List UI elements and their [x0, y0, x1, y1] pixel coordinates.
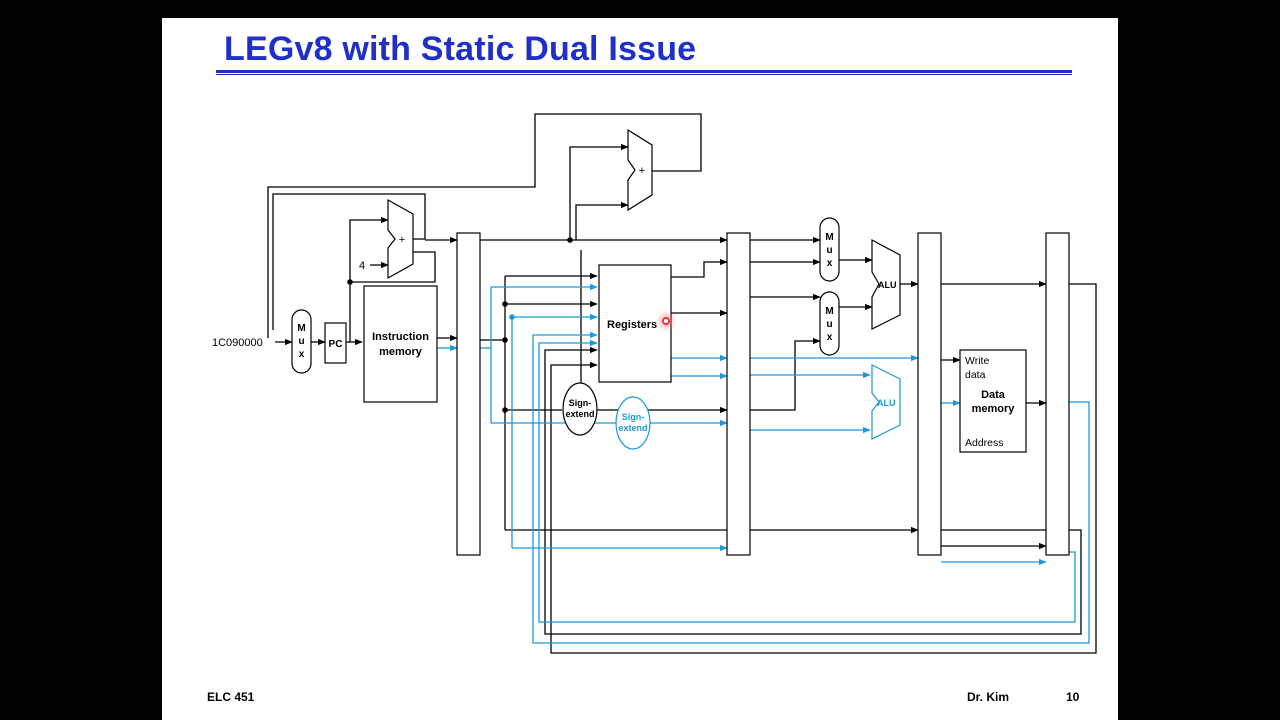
svg-text:memory: memory — [379, 346, 423, 358]
svg-text:PC: PC — [329, 339, 343, 350]
alu-mux-upper: M u x — [819, 217, 840, 282]
svg-text:ALU: ALU — [877, 398, 896, 408]
branch-adder: + — [627, 128, 653, 212]
svg-text:Data: Data — [981, 389, 1006, 401]
footer-author: Dr. Kim — [967, 690, 1010, 704]
pc-register: PC — [324, 322, 347, 364]
instruction-memory: Instruction memory — [363, 285, 438, 403]
register-file: Registers — [598, 264, 672, 383]
page-number: 10 — [1066, 690, 1080, 704]
svg-text:+: + — [639, 165, 645, 177]
pc-adder: + — [387, 198, 414, 280]
title-underline — [216, 70, 1072, 73]
svg-text:x: x — [827, 258, 833, 269]
svg-text:Sign-: Sign- — [622, 412, 645, 422]
footer-course: ELC 451 — [207, 690, 255, 704]
id-ex-register — [726, 232, 751, 556]
title-underline-thin — [216, 74, 1072, 75]
ex-mem-register — [917, 232, 942, 556]
mux-letter: x — [299, 349, 305, 360]
svg-text:Registers: Registers — [607, 319, 657, 331]
svg-text:Instruction: Instruction — [372, 331, 429, 343]
svg-text:M: M — [825, 232, 833, 243]
svg-text:M: M — [825, 306, 833, 317]
alu-second-issue: ALU — [871, 364, 901, 440]
svg-text:u: u — [826, 245, 832, 256]
junction-blue — [509, 314, 515, 320]
svg-text:Sign-: Sign- — [569, 398, 592, 408]
pc-init-value: 1C090000 — [212, 337, 263, 349]
data-memory: Write data Data memory Address — [959, 349, 1027, 453]
mem-wb-register — [1045, 232, 1070, 556]
svg-text:Write: Write — [965, 355, 989, 367]
alu-primary: ALU — [871, 238, 901, 330]
sign-extend-unit: Sign- extend — [562, 382, 598, 436]
svg-text:extend: extend — [618, 423, 647, 433]
svg-text:+: + — [399, 234, 405, 246]
pointer-cursor — [662, 317, 670, 325]
svg-text:ALU: ALU — [878, 280, 897, 290]
svg-text:memory: memory — [972, 403, 1016, 415]
svg-text:u: u — [826, 319, 832, 330]
sign-extend-unit-second-issue: Sign- extend — [615, 396, 651, 450]
svg-text:extend: extend — [565, 409, 594, 419]
pc-mux: M u x — [291, 309, 312, 374]
svg-text:Address: Address — [965, 437, 1004, 449]
if-id-register — [456, 232, 481, 556]
mux-letter: M — [297, 323, 305, 334]
blue-wires — [437, 283, 1090, 644]
svg-text:data: data — [965, 369, 986, 381]
svg-text:x: x — [827, 332, 833, 343]
mux-letter: u — [298, 336, 304, 347]
junctions — [347, 237, 573, 413]
constant-four: 4 — [359, 260, 365, 272]
slide-title: LEGv8 with Static Dual Issue — [224, 30, 697, 68]
alu-mux-lower: M u x — [819, 291, 840, 356]
